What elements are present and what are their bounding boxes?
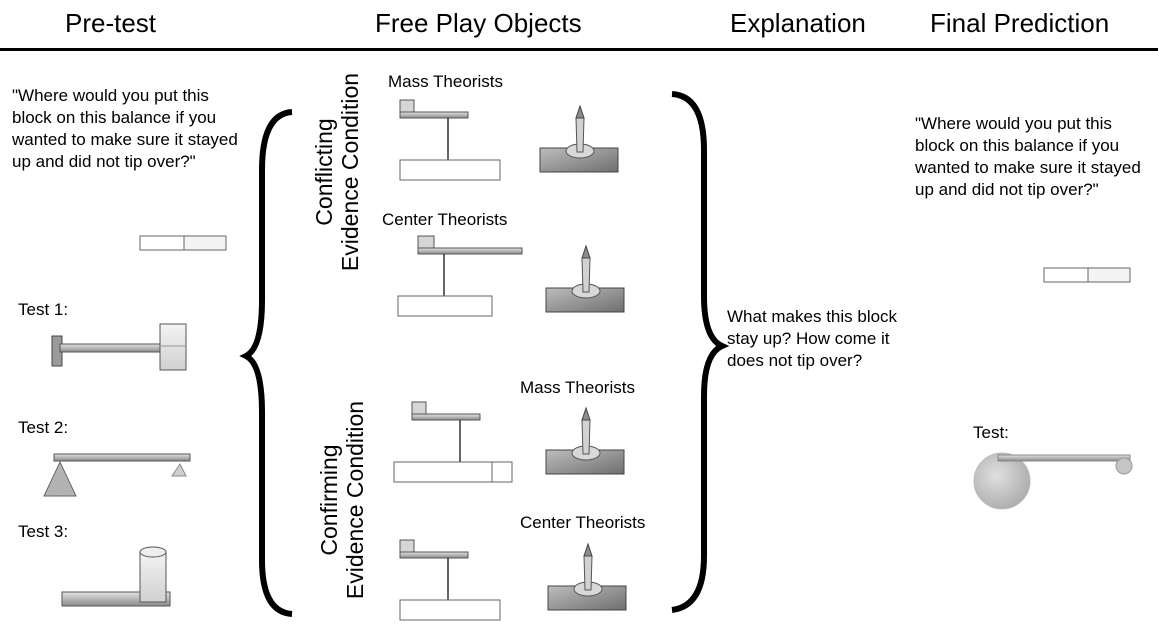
pretest-test-2-label: Test 2: bbox=[18, 418, 69, 437]
test2-figure bbox=[43, 453, 191, 497]
confirming-mass-stick bbox=[545, 407, 625, 475]
conflicting-center-theorists-label: Center Theorists bbox=[382, 210, 508, 229]
conflicting-mass-theorists-label: Mass Theorists bbox=[388, 72, 503, 91]
confirming-center-block bbox=[399, 539, 501, 621]
pretest-test-1-label: Test 1: bbox=[18, 300, 69, 319]
conflicting-center-block bbox=[397, 235, 523, 317]
final-test-label: Test: bbox=[973, 423, 1009, 442]
right-brace bbox=[671, 91, 730, 613]
conflicting-mass-stick bbox=[539, 105, 619, 173]
final-question: "Where would you put this block on this … bbox=[915, 114, 1141, 199]
final-test-figure bbox=[973, 452, 1133, 510]
confirming-mass-theorists-label: Mass Theorists bbox=[520, 378, 635, 397]
confirming-mass-block-base bbox=[393, 461, 493, 483]
final-beam bbox=[1043, 267, 1131, 283]
pretest-test-3-label: Test 3: bbox=[18, 522, 69, 541]
pretest-question: "Where would you put this block on this … bbox=[12, 86, 238, 171]
conflicting-center-stick bbox=[545, 245, 625, 313]
left-brace bbox=[239, 109, 293, 617]
header-divider bbox=[0, 48, 1158, 51]
pretest-beam bbox=[139, 235, 227, 251]
header-explanation: Explanation bbox=[730, 8, 866, 38]
conflicting-mass-block bbox=[399, 99, 501, 181]
test1-figure bbox=[51, 323, 187, 371]
explanation-prompt: What makes this block stay up? How come … bbox=[727, 307, 898, 370]
header-pretest: Pre-test bbox=[65, 8, 157, 38]
test3-figure bbox=[61, 546, 171, 607]
confirming-center-stick bbox=[547, 543, 627, 611]
header-free-play-objects: Free Play Objects bbox=[375, 8, 582, 38]
confirming-center-theorists-label: Center Theorists bbox=[520, 513, 646, 532]
header-final-prediction: Final Prediction bbox=[930, 8, 1110, 38]
